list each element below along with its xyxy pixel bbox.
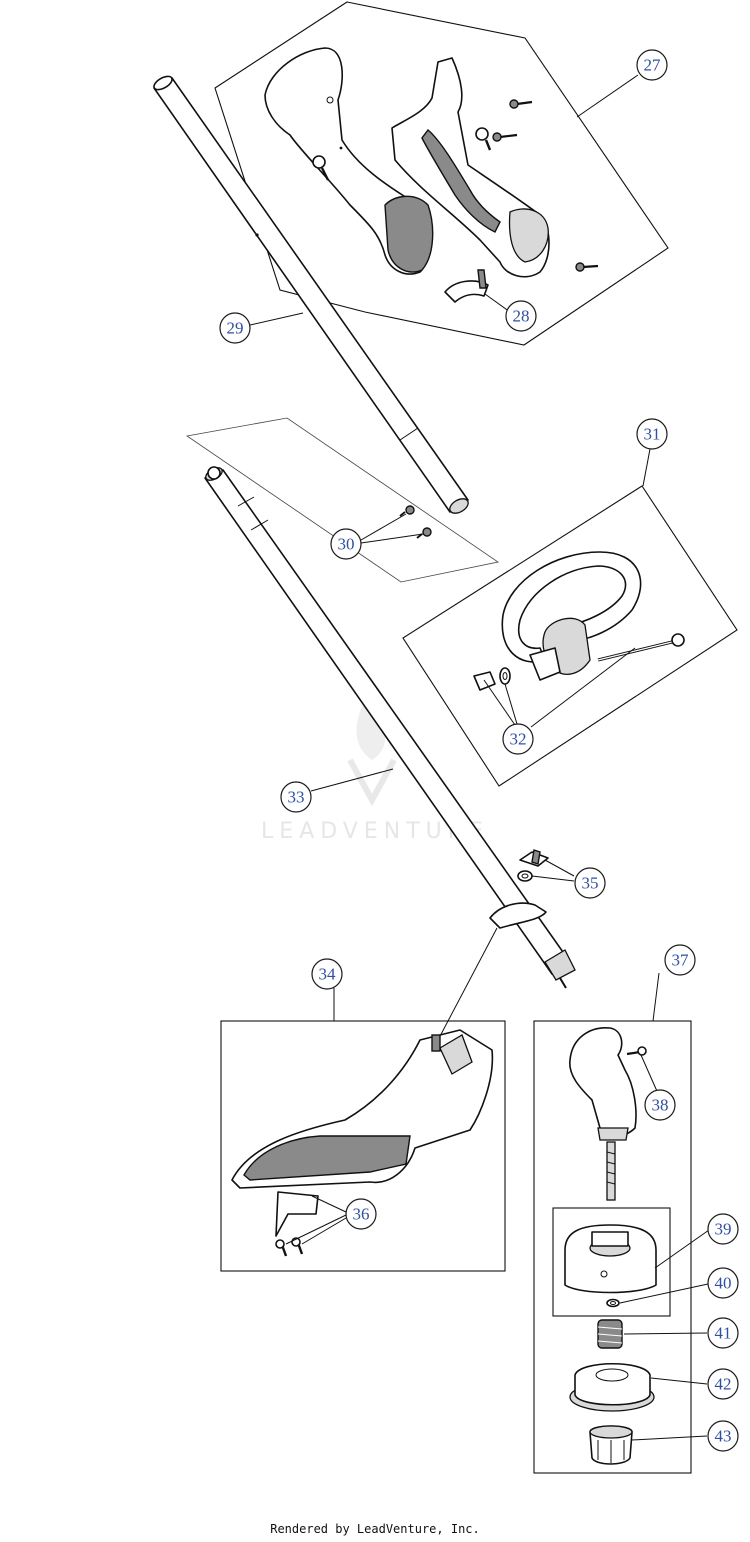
footer-credit: Rendered by LeadVenture, Inc. xyxy=(270,1522,480,1536)
group-37-frame xyxy=(533,1020,692,1474)
spool-housing xyxy=(564,1224,657,1294)
wing-nut xyxy=(519,849,549,867)
svg-text:42: 42 xyxy=(715,1375,732,1394)
spool-washer xyxy=(606,1298,620,1308)
housing-screw-1 xyxy=(509,99,533,109)
lower-shaft-tube xyxy=(204,466,576,989)
svg-text:41: 41 xyxy=(715,1324,732,1343)
spool-spring xyxy=(597,1319,623,1349)
group-30-frame xyxy=(185,417,500,583)
trigger-part xyxy=(444,269,489,303)
callout-34: 34 xyxy=(311,958,343,990)
group-34-frame xyxy=(220,1020,506,1272)
housing-screw-3 xyxy=(475,127,492,151)
svg-text:38: 38 xyxy=(652,1096,669,1115)
group-31-frame xyxy=(402,485,738,787)
gear-head xyxy=(569,1027,637,1201)
bump-knob xyxy=(589,1425,633,1465)
svg-text:34: 34 xyxy=(319,965,337,984)
svg-text:33: 33 xyxy=(288,788,305,807)
upper-shaft-tube xyxy=(153,75,469,514)
shaft-washer xyxy=(517,870,533,882)
housing-screw-5 xyxy=(575,262,599,272)
svg-text:29: 29 xyxy=(227,319,244,338)
housing-screw-2 xyxy=(492,132,518,142)
svg-text:30: 30 xyxy=(338,535,355,554)
callout-32: 32 xyxy=(502,723,534,755)
callout-28: 28 xyxy=(505,300,537,332)
callout-40: 40 xyxy=(707,1267,739,1299)
callout-41: 41 xyxy=(707,1317,739,1349)
shield-clamp xyxy=(489,902,547,929)
coupler-screw-1 xyxy=(399,505,415,517)
svg-text:32: 32 xyxy=(510,730,527,749)
callout-31: 31 xyxy=(636,418,668,450)
upper-housing-right xyxy=(391,57,550,278)
leader-lines xyxy=(249,74,710,1441)
front-loop-handle xyxy=(501,551,642,681)
svg-text:28: 28 xyxy=(513,307,530,326)
gear-head-screw xyxy=(626,1046,647,1056)
handle-knob-washer xyxy=(473,667,511,691)
callout-38: 38 xyxy=(644,1089,676,1121)
svg-text:40: 40 xyxy=(715,1274,732,1293)
svg-text:31: 31 xyxy=(644,425,661,444)
callout-27: 27 xyxy=(636,49,668,81)
trimmer-spool xyxy=(569,1362,655,1412)
guard-screw-1 xyxy=(275,1239,288,1257)
svg-text:37: 37 xyxy=(672,951,690,970)
guard-bracket xyxy=(275,1191,319,1237)
svg-text:35: 35 xyxy=(582,874,599,893)
handle-bolt xyxy=(597,633,685,662)
svg-text:27: 27 xyxy=(644,56,662,75)
clamp-to-shield-leader xyxy=(437,927,498,1041)
group-27-frame xyxy=(214,1,669,346)
callout-33: 33 xyxy=(280,781,312,813)
callout-35: 35 xyxy=(574,867,606,899)
svg-text:39: 39 xyxy=(715,1220,732,1239)
housing-screw-4 xyxy=(312,155,330,181)
callout-43: 43 xyxy=(707,1420,739,1452)
svg-text:43: 43 xyxy=(715,1427,732,1446)
svg-text:36: 36 xyxy=(353,1205,370,1224)
trimmer-guard xyxy=(231,1029,494,1189)
callout-29: 29 xyxy=(219,312,251,344)
callout-30: 30 xyxy=(330,528,362,560)
callout-37: 37 xyxy=(664,944,696,976)
callout-42: 42 xyxy=(707,1368,739,1400)
callout-36: 36 xyxy=(345,1198,377,1230)
coupler-screw-2 xyxy=(416,527,432,539)
spool-housing-frame xyxy=(552,1207,671,1317)
upper-housing-left xyxy=(264,47,434,275)
callout-39: 39 xyxy=(707,1213,739,1245)
